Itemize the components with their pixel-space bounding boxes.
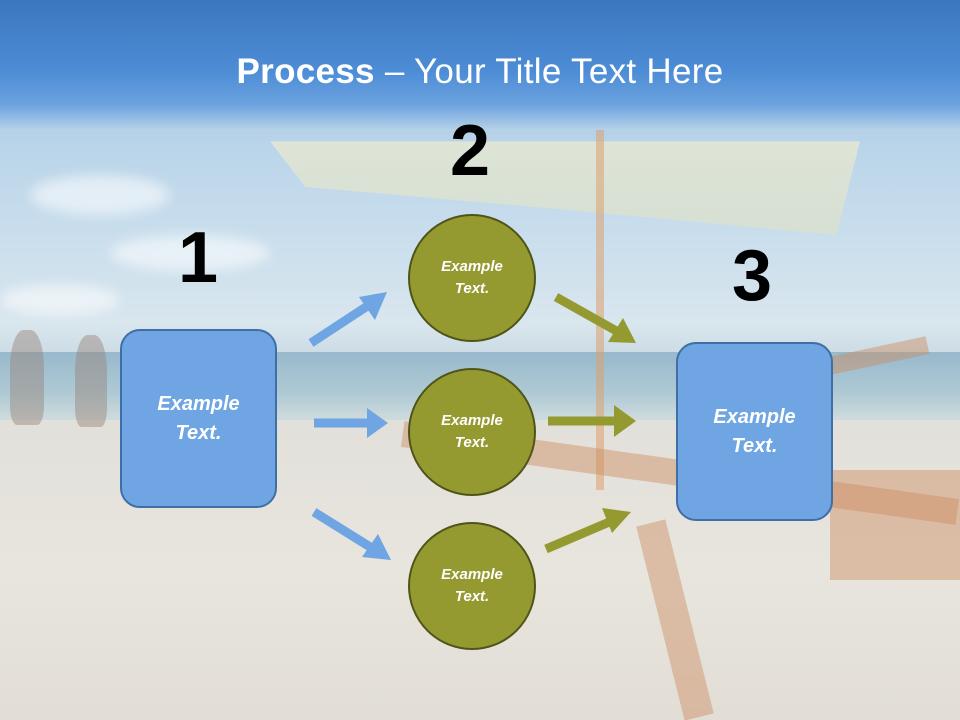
slide-title-bold: Process bbox=[236, 52, 375, 91]
arrow-olive-right bbox=[548, 405, 636, 437]
step1-text-line1: Example bbox=[157, 392, 240, 415]
arrow-olive-up bbox=[544, 508, 631, 554]
background-chair bbox=[830, 470, 960, 580]
circle-middle-line2: Text. bbox=[454, 434, 490, 451]
step1-text-line2: Text. bbox=[175, 421, 222, 444]
background-cloud bbox=[30, 175, 170, 215]
arrow-blue-down bbox=[311, 508, 391, 560]
slide-title-rest: – Your Title Text Here bbox=[374, 52, 724, 91]
arrow-blue-up bbox=[308, 292, 387, 347]
step3-text-line1: Example bbox=[713, 405, 796, 428]
background-person bbox=[75, 335, 107, 427]
background-umbrella-pole bbox=[596, 130, 604, 490]
step3-box-text: Example Text. bbox=[713, 403, 795, 461]
step1-box[interactable]: Example Text. bbox=[120, 329, 277, 508]
background-cloud bbox=[0, 285, 120, 315]
step2-circle-top[interactable]: Example Text. bbox=[408, 214, 536, 342]
step-number-1: 1 bbox=[178, 218, 219, 298]
circle-top-line2: Text. bbox=[454, 280, 490, 297]
step3-text-line2: Text. bbox=[731, 434, 778, 457]
arrow-blue-right bbox=[314, 408, 388, 438]
slide-title: Process – Your Title Text Here bbox=[0, 52, 960, 92]
circle-middle-text: Example Text. bbox=[441, 410, 503, 455]
background-person bbox=[10, 330, 44, 425]
circle-bottom-line1: Example bbox=[441, 565, 503, 583]
circle-bottom-line2: Text. bbox=[454, 588, 490, 605]
background-cloud bbox=[110, 235, 270, 271]
step3-box[interactable]: Example Text. bbox=[676, 342, 833, 521]
circle-middle-line1: Example bbox=[441, 411, 503, 429]
header-bar bbox=[0, 0, 960, 130]
arrow-olive-down bbox=[553, 293, 636, 343]
step2-circle-bottom[interactable]: Example Text. bbox=[408, 522, 536, 650]
circle-top-text: Example Text. bbox=[441, 256, 503, 301]
step-number-3: 3 bbox=[732, 236, 773, 316]
step1-box-text: Example Text. bbox=[157, 390, 239, 448]
step-number-2: 2 bbox=[450, 111, 491, 191]
circle-bottom-text: Example Text. bbox=[441, 564, 503, 609]
circle-top-line1: Example bbox=[441, 257, 503, 275]
step2-circle-middle[interactable]: Example Text. bbox=[408, 368, 536, 496]
